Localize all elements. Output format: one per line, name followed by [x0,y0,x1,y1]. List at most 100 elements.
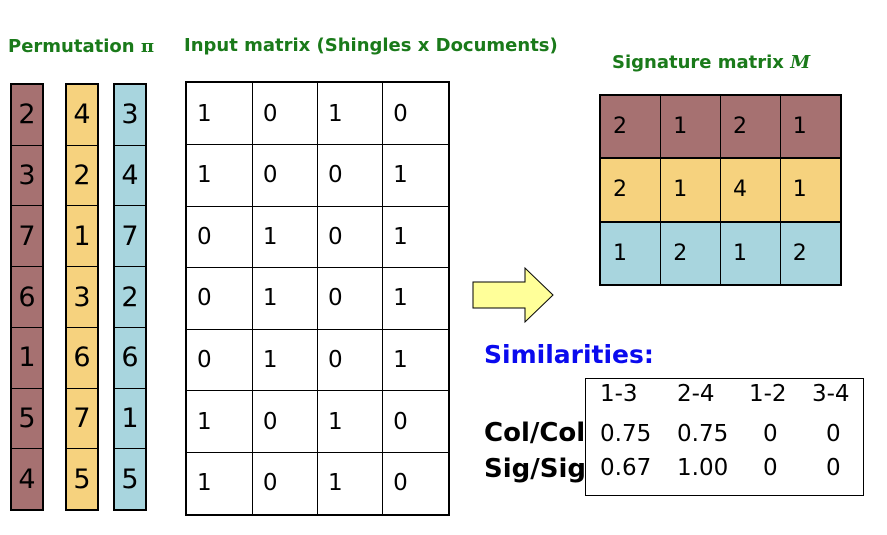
signature-matrix-cell: 1 [660,94,721,159]
similarities-table: 1-3 2-4 1-2 3-4 0.75 0.75 0 0 0.67 1.00 0 0 [585,378,864,496]
permutation-cell: 1 [67,206,97,268]
similarity-value: 0 [763,455,778,481]
similarity-value: 1.00 [677,455,729,481]
input-matrix-cell: 1 [185,390,253,453]
signature-matrix-cell: 2 [599,157,662,223]
signature-matrix-cell: 2 [599,94,662,159]
input-matrix-cell: 1 [185,144,253,207]
permutation-cell: 2 [12,85,42,146]
signature-matrix-cell: 2 [660,221,721,286]
input-matrix-cell: 0 [251,390,318,453]
permutation-cell: 3 [12,145,42,207]
permutation-cell: 6 [115,327,145,389]
input-matrix-cell: 1 [251,328,318,392]
input-matrix-cell: 0 [251,451,318,516]
input-matrix-cell: 1 [382,144,450,207]
input-matrix-cell: 0 [382,390,450,453]
input-matrix-cell: 0 [316,267,384,330]
permutation-cell: 1 [12,327,42,389]
permutation-title: Permutation π [8,36,154,57]
similarities-title: Similarities: [484,340,654,369]
similarity-value: 0.75 [600,421,652,447]
input-matrix-cell: 1 [185,451,253,516]
permutation-cell: 2 [67,145,97,207]
input-matrix-cell: 1 [316,451,384,516]
signature-matrix-cell: 2 [779,221,842,286]
permutation-cell: 7 [12,206,42,268]
permutation-cell: 2 [115,267,145,328]
input-matrix-cell: 1 [185,81,253,146]
permutation-cell: 7 [115,206,145,268]
similarity-header: 1-2 [749,381,787,407]
input-matrix-cell: 0 [382,451,450,516]
signature-matrix-cell: 4 [719,157,781,223]
input-matrix-cell: 0 [185,328,253,392]
input-matrix-cell: 1 [251,205,318,269]
permutation-cell: 4 [67,85,97,146]
input-matrix-cell: 1 [316,390,384,453]
input-matrix-cell: 0 [251,144,318,207]
signature-matrix-cell: 2 [719,94,781,159]
input-matrix-cell: 1 [382,267,450,330]
similarity-header: 2-4 [677,381,715,407]
input-matrix-cell: 1 [382,205,450,269]
input-matrix-cell: 1 [251,267,318,330]
similarity-value: 0 [826,455,841,481]
signature-matrix-cell: 1 [599,221,662,286]
input-matrix-cell: 1 [316,81,384,146]
permutation-title-text: Permutation [8,36,135,57]
similarity-value: 0 [763,421,778,447]
signature-title-text: Signature matrix [612,52,784,73]
input-matrix-cell: 0 [382,81,450,146]
signature-matrix-cell: 1 [660,157,721,223]
permutation-cell: 1 [115,388,145,450]
input-matrix-cell: 1 [382,328,450,392]
permutation-cell: 4 [12,449,42,510]
m-symbol: M [790,52,811,73]
permutation-cell: 5 [115,449,145,510]
similarity-header: 3-4 [812,381,850,407]
similarity-header: 1-3 [600,381,638,407]
signature-matrix-title: Signature matrix M [612,52,810,73]
permutation-cell: 5 [67,449,97,510]
input-matrix-cell: 0 [185,205,253,269]
signature-matrix-cell: 1 [719,221,781,286]
permutation-cell: 6 [12,267,42,328]
similarity-value: 0.75 [677,421,729,447]
input-matrix-title: Input matrix (Shingles x Documents) [184,35,558,56]
permutation-cell: 4 [115,145,145,207]
signature-matrix-cell: 1 [779,157,842,223]
permutation-cell: 5 [12,388,42,450]
permutation-cell: 6 [67,327,97,389]
input-matrix-cell: 0 [316,328,384,392]
pi-symbol: π [140,36,155,57]
right-arrow-icon [472,266,554,324]
permutation-cell: 3 [67,267,97,328]
input-matrix-cell: 0 [185,267,253,330]
input-matrix-cell: 0 [316,205,384,269]
input-matrix-cell: 0 [251,81,318,146]
row-label-col-col: Col/Col [484,418,586,448]
row-label-sig-sig: Sig/Sig [484,454,586,484]
permutation-cell: 3 [115,85,145,146]
similarity-value: 0.67 [600,455,652,481]
signature-matrix-cell: 1 [779,94,842,159]
similarity-value: 0 [826,421,841,447]
input-matrix-cell: 0 [316,144,384,207]
permutation-cell: 7 [67,388,97,450]
